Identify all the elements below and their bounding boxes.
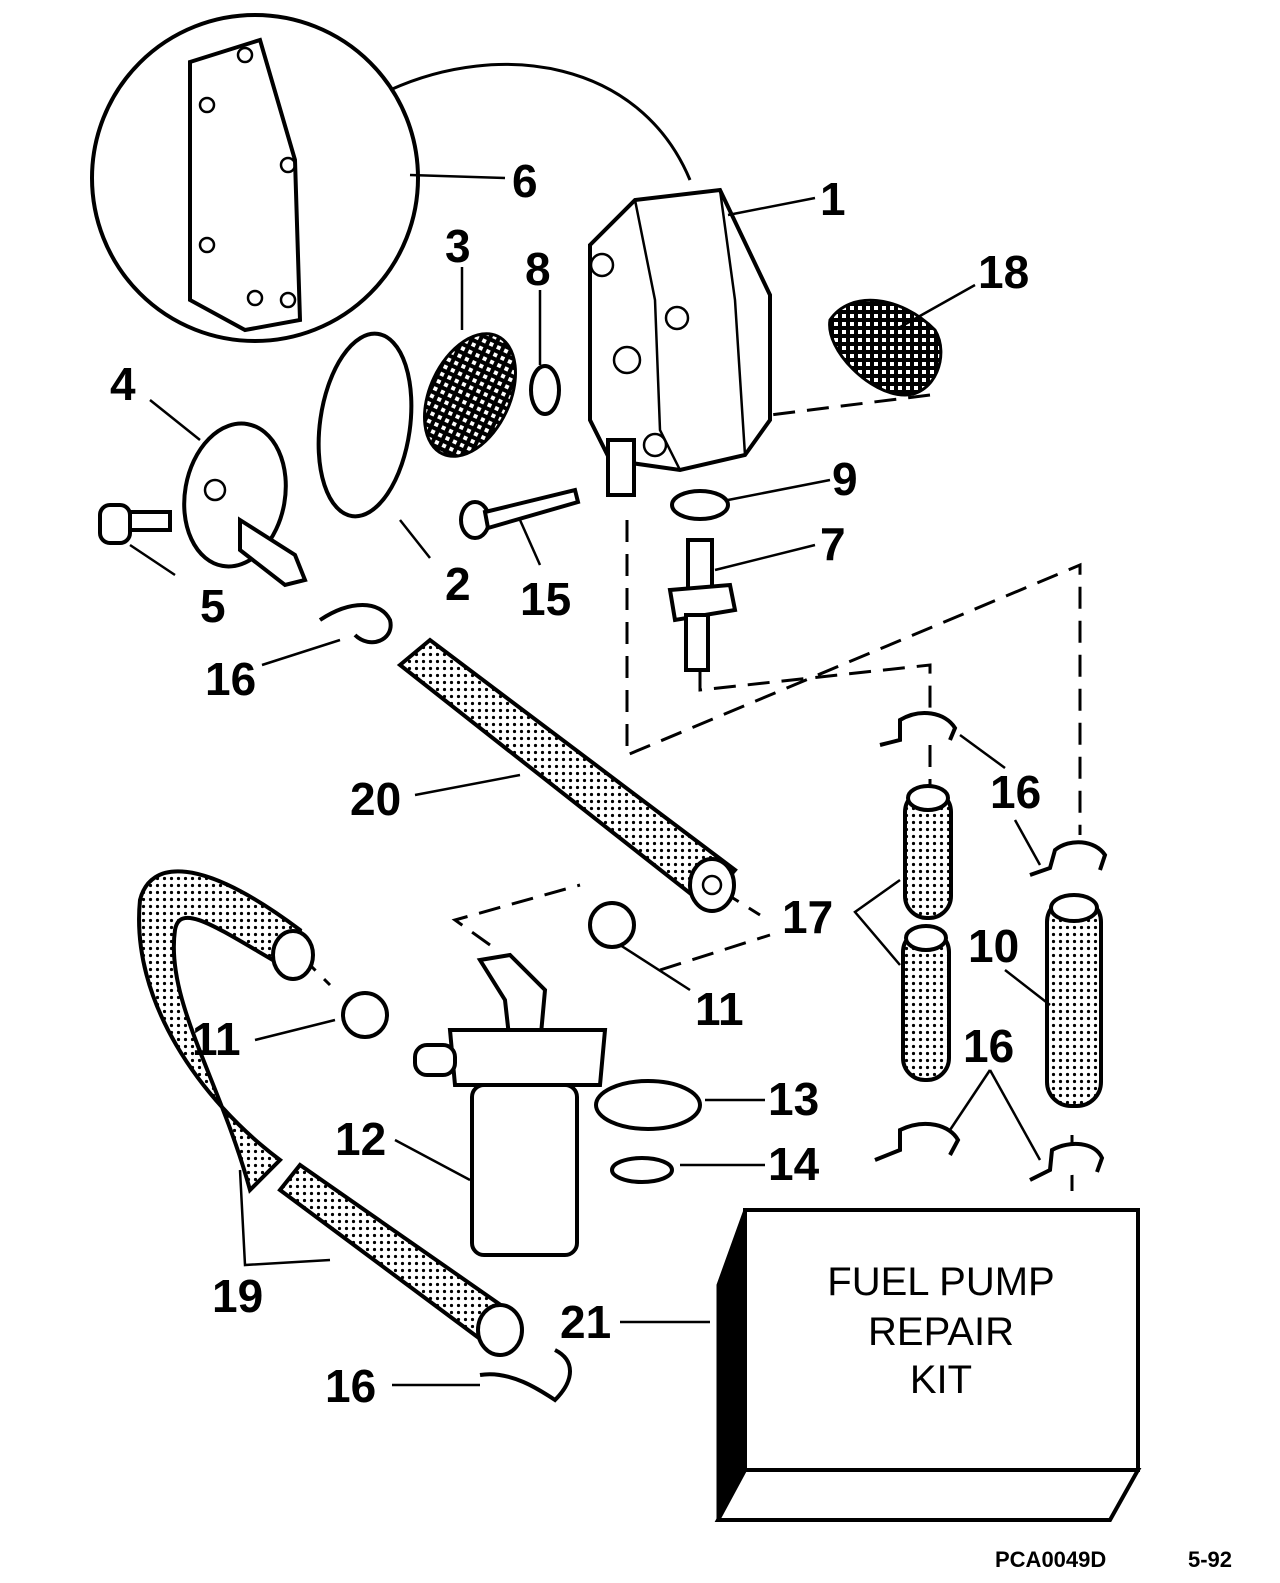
callout-12: 12 (335, 1113, 386, 1165)
hoses-17 (901, 784, 953, 1082)
callout-3: 3 (445, 220, 471, 272)
callout-6: 6 (512, 155, 538, 207)
leader-lines (129, 173, 1051, 1387)
thumb-screw-5 (98, 503, 172, 545)
callout-4: 4 (110, 358, 136, 410)
o-ring-8 (529, 364, 561, 416)
washer-9 (670, 489, 730, 521)
kit-line-2: REPAIR (868, 1310, 1014, 1354)
o-ring-13 (594, 1079, 702, 1131)
gasket-detail-circle (90, 13, 692, 343)
callout-7: 7 (820, 518, 846, 570)
callout-13: 13 (768, 1073, 819, 1125)
callout-18: 18 (978, 246, 1029, 298)
fuel-filter-12 (413, 952, 608, 1257)
callout-21: 21 (560, 1296, 611, 1348)
callout-16-right-top: 16 (990, 766, 1041, 818)
callout-8: 8 (525, 243, 551, 295)
callout-2: 2 (445, 558, 471, 610)
hose-19 (137, 869, 524, 1357)
hose-10 (1045, 893, 1103, 1108)
fitting-7 (667, 538, 738, 672)
callout-9: 9 (832, 453, 858, 505)
callout-11-left: 11 (192, 1013, 241, 1065)
callout-16-right-bottom: 16 (963, 1020, 1014, 1072)
callout-17: 17 (782, 891, 833, 943)
callout-16-top-left: 16 (205, 653, 256, 705)
callout-10: 10 (968, 920, 1019, 972)
flange-gasket-18 (769, 298, 943, 417)
callout-20: 20 (350, 773, 401, 825)
footer-page: 5-92 (1188, 1547, 1232, 1572)
kit-line-1: FUEL PUMP (827, 1260, 1054, 1304)
footer-code: PCA0049D (995, 1547, 1106, 1572)
callout-labels: 1 2 3 4 5 6 7 8 9 10 11 11 12 13 14 15 1… (110, 155, 1041, 1412)
screw-15 (459, 487, 581, 540)
kit-line-3: KIT (910, 1358, 972, 1402)
screen-3 (423, 332, 517, 458)
callout-14: 14 (768, 1138, 820, 1190)
assembly-guide-lines (298, 520, 1082, 1195)
hose-clamps-11 (341, 901, 636, 1039)
o-ring-2 (316, 331, 414, 519)
repair-kit-box (714, 1208, 1142, 1522)
hose-20 (396, 637, 738, 913)
callout-1: 1 (820, 173, 846, 225)
hose-clips-16 (318, 603, 1108, 1403)
fuel-pump-body (588, 187, 772, 497)
pump-cover-4 (182, 421, 308, 588)
callout-11-right: 11 (695, 983, 744, 1035)
callout-16-bottom: 16 (325, 1360, 376, 1412)
callout-19: 19 (212, 1270, 263, 1322)
kit-box-text: FUEL PUMP REPAIR KIT (827, 1260, 1054, 1402)
callout-5: 5 (200, 580, 226, 632)
callout-15: 15 (520, 573, 571, 625)
gasket-14 (610, 1156, 674, 1184)
